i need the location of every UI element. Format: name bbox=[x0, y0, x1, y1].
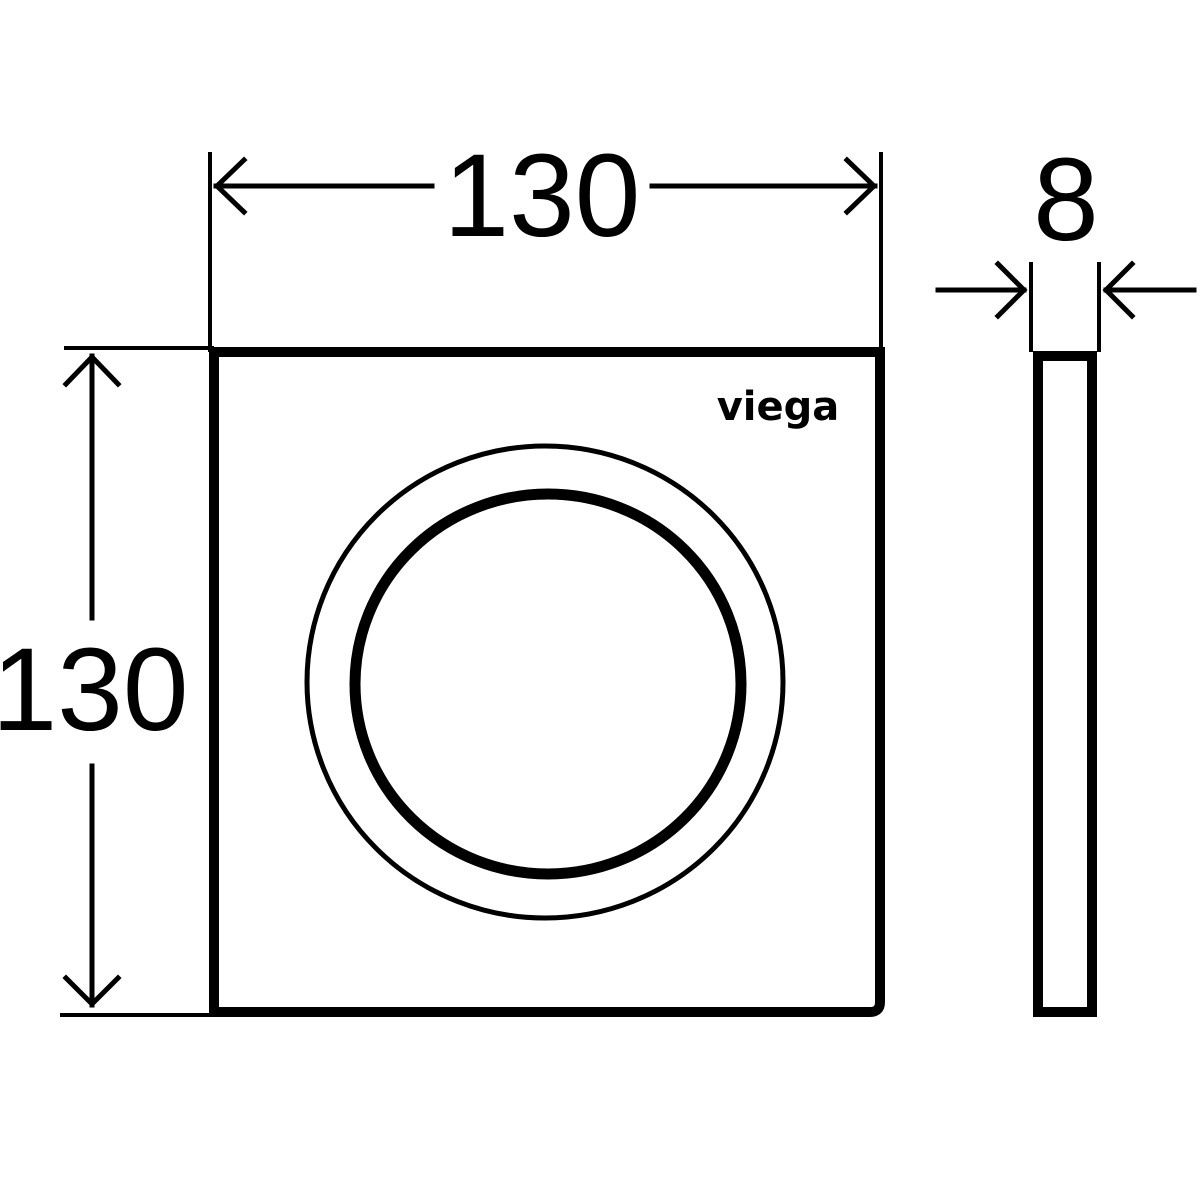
width-arrow-left bbox=[213, 156, 248, 216]
width-arrow-right bbox=[843, 156, 878, 216]
side-view: 8 bbox=[935, 134, 1197, 1017]
side-plate-outline bbox=[1033, 351, 1097, 1017]
height-dimension: 130 bbox=[0, 346, 214, 1017]
inner-ring bbox=[349, 488, 747, 880]
width-dimension: 130 bbox=[208, 130, 883, 352]
front-view: viega bbox=[209, 347, 885, 1017]
depth-arrow-left bbox=[994, 260, 1028, 320]
width-label: 130 bbox=[444, 130, 641, 262]
depth-arrow-right bbox=[1102, 260, 1136, 320]
depth-label: 8 bbox=[1033, 134, 1099, 266]
outer-ring bbox=[304, 443, 786, 921]
viega-logo: viega bbox=[717, 384, 840, 430]
height-arrow-bottom bbox=[62, 974, 122, 1008]
height-arrow-top bbox=[62, 353, 122, 388]
height-label: 130 bbox=[0, 624, 188, 756]
plate-outline bbox=[209, 347, 885, 1017]
